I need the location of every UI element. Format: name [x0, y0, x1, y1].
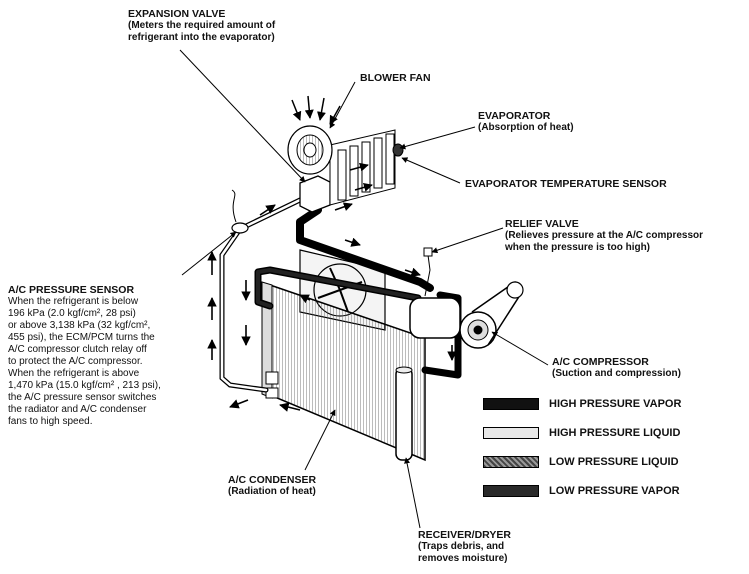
legend-item-high-pressure-vapor: HIGH PRESSURE VAPOR	[483, 398, 743, 412]
blower-fan-title: BLOWER FAN	[360, 72, 431, 84]
legend-label-low-pressure-vapor: LOW PRESSURE VAPOR	[549, 485, 680, 497]
ac-compressor-title: A/C COMPRESSOR	[552, 356, 649, 368]
ac-pressure-sensor-text-10: the radiator and A/C condenser	[8, 404, 147, 415]
high-pressure-vapor-line	[254, 266, 462, 379]
relief-valve-title: RELIEF VALVE	[505, 218, 579, 230]
receiver-dryer-desc-2: removes moisture)	[418, 552, 508, 564]
legend-label-high-pressure-vapor: HIGH PRESSURE VAPOR	[549, 398, 682, 410]
leader-lines	[179, 49, 549, 529]
legend-label-high-pressure-liquid: HIGH PRESSURE LIQUID	[549, 427, 681, 439]
label-ac-compressor: A/C COMPRESSOR (Suction and compression)	[552, 356, 681, 380]
ac-pressure-sensor-text-5: A/C compressor clutch relay off	[8, 344, 147, 355]
ac-condenser	[261, 281, 426, 462]
relief-valve-desc-1: (Relieves pressure at the A/C compressor	[505, 230, 704, 241]
ac-pressure-sensor	[231, 189, 249, 234]
legend-swatch-high-pressure-vapor	[483, 398, 539, 410]
label-ac-condenser: A/C CONDENSER (Radiation of heat)	[228, 474, 316, 498]
ac-pressure-sensor-title: A/C PRESSURE SENSOR	[8, 284, 135, 296]
evaporator-desc: (Absorption of heat)	[478, 122, 574, 133]
ac-pressure-sensor-text-9: the A/C pressure sensor switches	[8, 392, 157, 403]
ac-pressure-sensor-text-3: or above 3,138 kPa (32 kgf/cm²,	[8, 320, 151, 331]
receiver-dryer-title: RECEIVER/DRYER	[418, 529, 511, 541]
ac-compressor	[409, 247, 524, 349]
legend-item-high-pressure-liquid: HIGH PRESSURE LIQUID	[483, 427, 743, 441]
label-relief-valve: RELIEF VALVE (Relieves pressure at the A…	[505, 218, 703, 253]
ac-pressure-sensor-text-8: 1,470 kPa (15.0 kgf/cm² , 213 psi),	[8, 380, 161, 391]
legend-label-low-pressure-liquid: LOW PRESSURE LIQUID	[549, 456, 679, 468]
label-ac-pressure-sensor: A/C PRESSURE SENSOR When the refrigerant…	[8, 284, 161, 428]
expansion-valve-title: EXPANSION VALVE	[128, 8, 226, 20]
evap-temp-sensor-title: EVAPORATOR TEMPERATURE SENSOR	[465, 178, 667, 190]
ac-pressure-sensor-text-4: 455 psi), the ECM/PCM turns the	[8, 332, 155, 343]
low-pressure-vapor-line	[296, 206, 434, 292]
liquid-line	[219, 197, 303, 393]
legend-swatch-low-pressure-vapor	[483, 485, 539, 497]
ac-condenser-desc: (Radiation of heat)	[228, 486, 316, 497]
flow-arrows	[207, 204, 457, 412]
relief-valve-desc-2: when the pressure is too high)	[505, 241, 651, 253]
blower-fan	[287, 125, 333, 175]
label-evaporator: EVAPORATOR (Absorption of heat)	[478, 110, 574, 134]
legend-swatch-low-pressure-liquid	[483, 456, 539, 468]
ac-pressure-sensor-text-7: When the refrigerant is above	[8, 368, 140, 379]
expansion-valve-desc-2: refrigerant into the evaporator)	[128, 31, 275, 43]
evaporator	[329, 129, 404, 206]
label-blower-fan: BLOWER FAN	[360, 72, 431, 84]
receiver-dryer-desc-1: (Traps debris, and	[418, 541, 505, 552]
ac-pressure-sensor-text-2: 196 kPa (2.0 kgf/cm², 28 psi)	[8, 308, 136, 319]
label-receiver-dryer: RECEIVER/DRYER (Traps debris, and remove…	[418, 529, 511, 564]
ac-condenser-title: A/C CONDENSER	[228, 474, 317, 486]
receiver-dryer	[395, 366, 413, 461]
ac-pressure-sensor-text-11: fans to high speed.	[8, 416, 93, 427]
legend-item-low-pressure-liquid: LOW PRESSURE LIQUID	[483, 456, 743, 470]
legend-item-low-pressure-vapor: LOW PRESSURE VAPOR	[483, 485, 743, 499]
airflow-arrows	[291, 95, 373, 211]
ac-compressor-desc: (Suction and compression)	[552, 368, 681, 379]
evaporator-title: EVAPORATOR	[478, 110, 551, 122]
expansion-valve-desc-1: (Meters the required amount of	[128, 20, 276, 31]
label-expansion-valve: EXPANSION VALVE (Meters the required amo…	[128, 8, 275, 43]
ac-pressure-sensor-text-1: When the refrigerant is below	[8, 296, 139, 307]
ac-pressure-sensor-text-6: to protect the A/C compressor.	[8, 356, 143, 367]
legend-swatch-high-pressure-liquid	[483, 427, 539, 439]
label-evap-temp-sensor: EVAPORATOR TEMPERATURE SENSOR	[465, 178, 667, 190]
